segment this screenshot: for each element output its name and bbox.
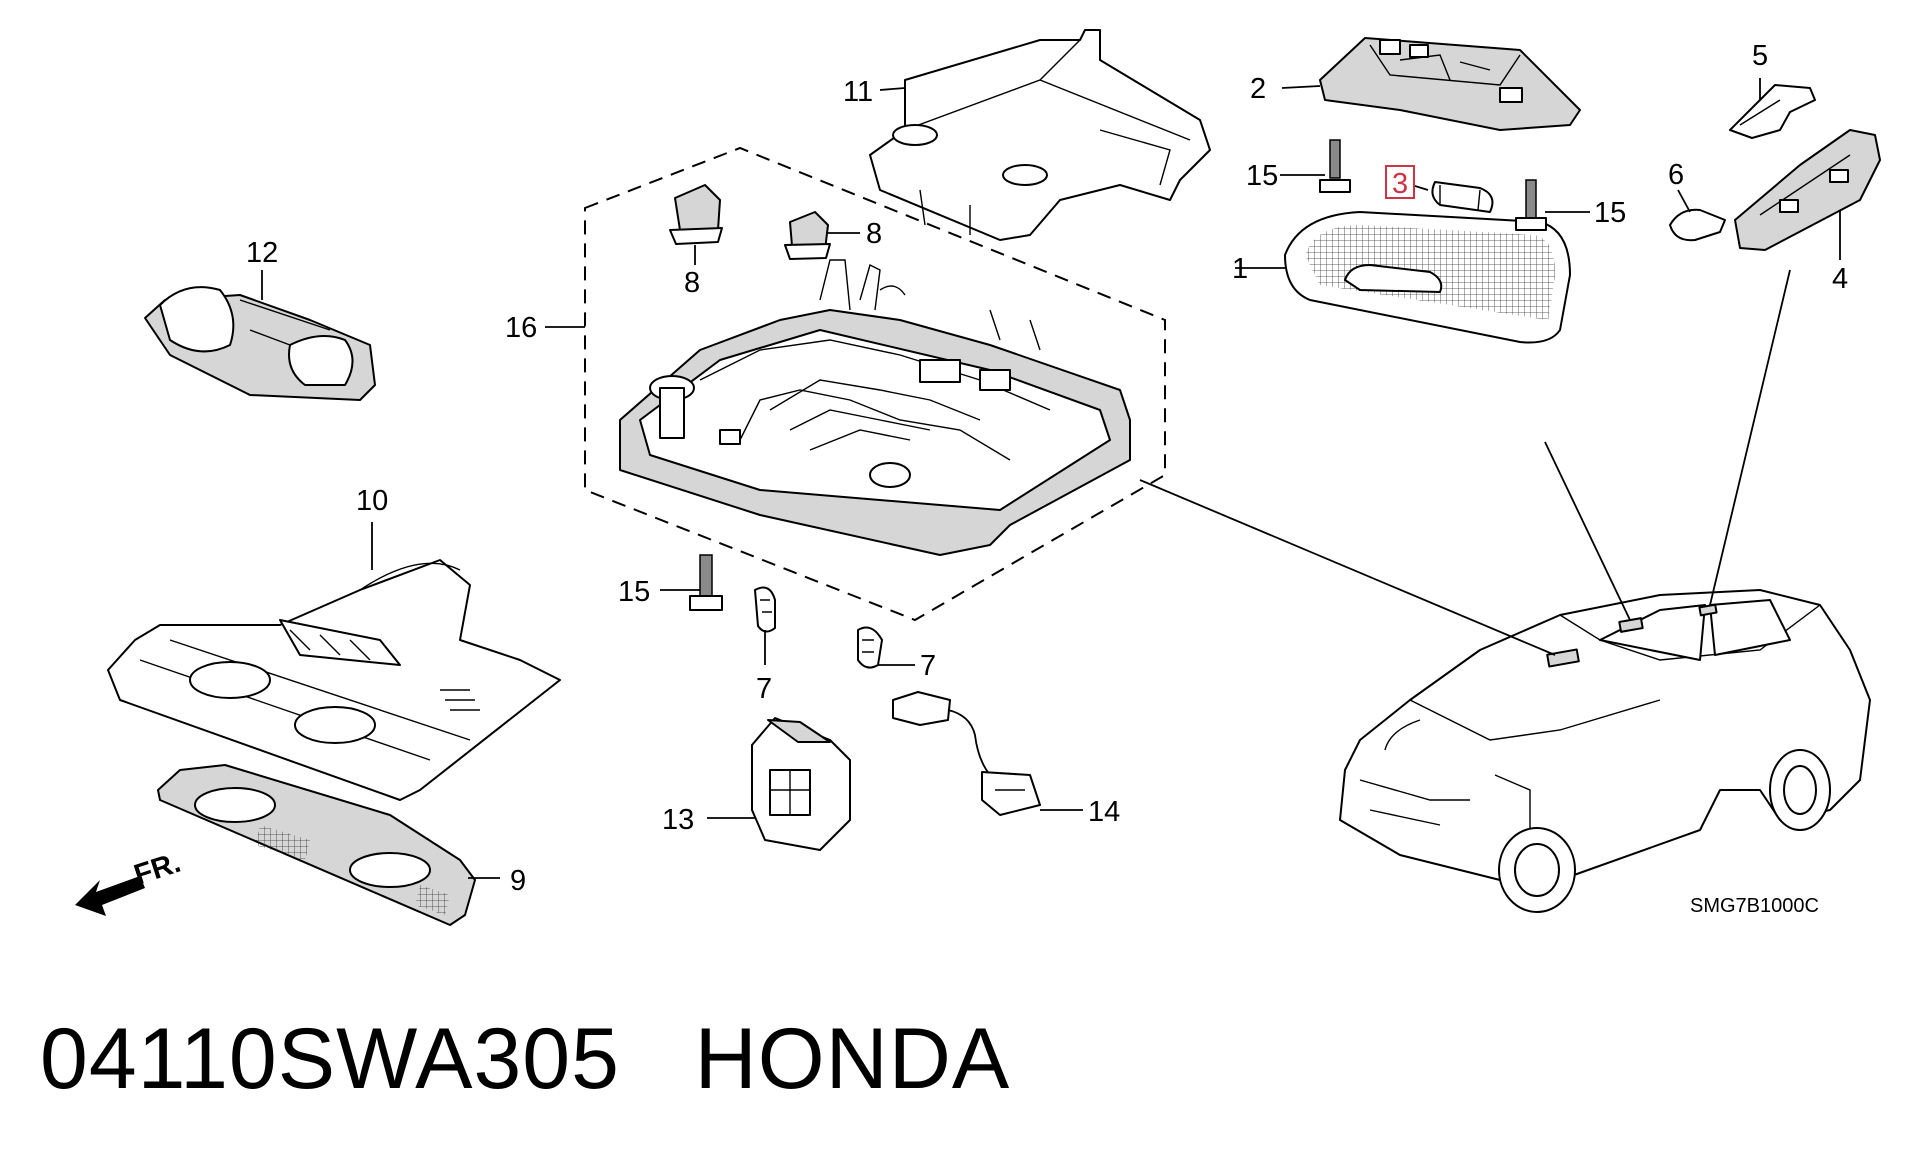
- callout-8a: 8: [684, 267, 700, 299]
- callout-11: 11: [843, 76, 873, 108]
- callout-12: 12: [246, 237, 278, 269]
- part-10-console-cover: [107, 559, 561, 801]
- part-16-console-base: [619, 259, 1131, 556]
- part-13-switch: [751, 717, 851, 851]
- highlight-box: [1385, 165, 1415, 199]
- callout-7a: 7: [756, 673, 772, 705]
- callout-4: 4: [1832, 263, 1848, 295]
- callout-6: 6: [1668, 159, 1684, 191]
- brand-name: HONDA: [694, 1011, 1011, 1107]
- part-15-bolt-left: [1319, 139, 1351, 193]
- part-16-group-outline: [584, 146, 1166, 622]
- diagram-code: SMG7B1000C: [1690, 895, 1819, 917]
- front-arrow-icon: FR.: [75, 847, 185, 916]
- callout-15c: 15: [618, 576, 650, 608]
- part-number: 04110SWA305: [40, 1011, 620, 1107]
- car-illustration: [1339, 589, 1871, 913]
- part-15-bolt-lower: [689, 554, 723, 611]
- callout-5: 5: [1752, 40, 1768, 72]
- part-15-bolt-right: [1515, 179, 1547, 231]
- callout-14: 14: [1088, 796, 1120, 828]
- part-8-clip-right: [784, 211, 831, 260]
- part-4-rear-light: [1734, 129, 1881, 251]
- callout-1: 1: [1232, 253, 1248, 285]
- part-1-lens: [1284, 211, 1571, 344]
- callout-15a: 15: [1246, 160, 1278, 192]
- part-8-clip-left: [669, 184, 723, 245]
- callout-7b: 7: [920, 650, 936, 682]
- callout-labels: 1 2 3 4 5 6 7 7 8 8 9 10 11 12 13 14 15 …: [246, 40, 1848, 917]
- part-2-housing: [1319, 37, 1581, 131]
- callout-9: 9: [510, 865, 526, 897]
- part-3-bulb: [1414, 181, 1494, 213]
- part-7-clip-right: [857, 626, 883, 669]
- callout-16: 16: [505, 312, 537, 344]
- callout-15b: 15: [1594, 197, 1626, 229]
- callout-3: 3: [1392, 168, 1408, 200]
- callout-13: 13: [662, 804, 694, 836]
- part-6-bulb: [1669, 208, 1726, 242]
- callout-10: 10: [356, 485, 388, 517]
- part-7-clip-left: [754, 586, 776, 633]
- front-label: FR.: [130, 847, 184, 892]
- part-14-harness: [892, 691, 1041, 816]
- callout-8b: 8: [866, 218, 882, 250]
- caption: 04110SWA305 HONDA: [40, 1010, 1010, 1109]
- callout-2: 2: [1250, 73, 1266, 105]
- part-12-lamp-unit: [144, 286, 376, 401]
- leader-lines: [261, 78, 1841, 879]
- part-5-clip: [1729, 84, 1816, 139]
- part-9-lower-lens: [157, 764, 476, 926]
- part-11-bracket: [869, 29, 1211, 241]
